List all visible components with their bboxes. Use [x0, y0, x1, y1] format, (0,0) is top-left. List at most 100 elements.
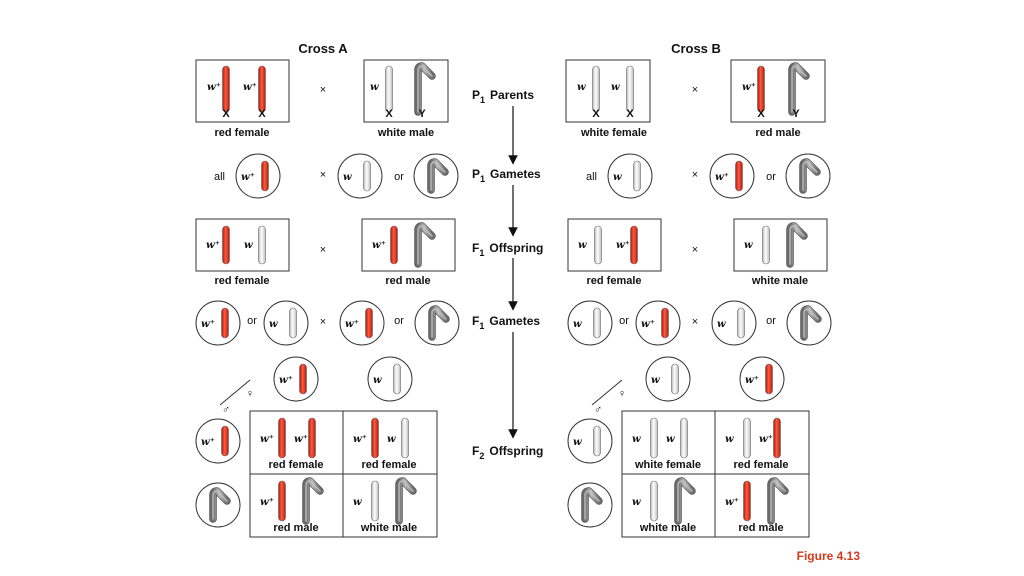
allele-label: w⁺ — [206, 240, 220, 251]
x-chromosome-icon — [757, 65, 765, 113]
f1-female-label: red female — [214, 275, 269, 287]
f1-female-gamete-1: w⁺ — [195, 300, 241, 346]
white-x-chromosome-icon — [671, 363, 679, 395]
x-chromosome-icon — [390, 225, 398, 265]
allele-label: w — [717, 319, 726, 330]
punnett-female-gamete-1: w — [645, 356, 691, 402]
punnett-female-gamete-2: w⁺ — [739, 356, 785, 402]
or-label: or — [619, 315, 629, 327]
x-label: X — [222, 108, 230, 120]
b-p1-female-box — [565, 59, 651, 123]
cross-symbol: × — [692, 244, 698, 256]
allele-label: w — [343, 172, 352, 183]
x-chromosome-icon — [743, 480, 751, 522]
x-chromosome-icon — [743, 417, 751, 459]
y-chromosome-icon — [414, 62, 436, 116]
y-chromosome-icon — [428, 305, 450, 341]
punnett-female-gamete-1: w⁺ — [273, 356, 319, 402]
x-chromosome-icon — [385, 65, 393, 113]
punnett-cell: w⁺red male — [260, 477, 324, 534]
white-x-chromosome-icon — [737, 307, 745, 339]
x-chromosome-icon — [650, 417, 658, 459]
x-chromosome-icon — [773, 417, 781, 459]
allele-label: w — [269, 319, 278, 330]
punnett-cell: w⁺w⁺red female — [260, 417, 324, 471]
allele-label: w⁺ — [742, 82, 756, 93]
x-label: X — [385, 108, 393, 120]
y-chromosome-icon — [209, 487, 231, 523]
p1-male-gamete-y — [785, 153, 831, 199]
x-chromosome-icon — [594, 225, 602, 265]
f1-male-label: white male — [751, 275, 808, 287]
or-label: or — [766, 315, 776, 327]
x-chromosome-icon — [592, 65, 600, 113]
f1-male-gamete-y — [414, 300, 460, 346]
punnett-male-gamete-y — [195, 482, 241, 528]
p1-female-gamete: w⁺ — [235, 153, 281, 199]
f1-male-label: red male — [385, 275, 430, 287]
allele-label: w⁺ — [207, 82, 221, 93]
f1-male-box — [361, 218, 456, 272]
x-chromosome-icon — [222, 65, 230, 113]
punnett-male-gamete-x: w — [567, 418, 613, 464]
allele-label: w⁺ — [725, 497, 739, 508]
f1-male-gamete-x: w — [711, 300, 757, 346]
red-x-chromosome-icon — [221, 425, 229, 457]
allele-label: w⁺ — [345, 319, 359, 330]
x-chromosome-icon — [258, 225, 266, 265]
white-x-chromosome-icon — [393, 363, 401, 395]
x-chromosome-icon — [630, 225, 638, 265]
punnett-male-gamete-y — [567, 482, 613, 528]
allele-label: w⁺ — [353, 434, 367, 445]
x-label: X — [757, 108, 765, 120]
allele-label: w⁺ — [294, 434, 308, 445]
p1-male-gamete-y — [413, 153, 459, 199]
y-chromosome-icon — [395, 477, 417, 525]
y-chromosome-icon — [414, 222, 436, 268]
allele-label: w — [387, 434, 396, 445]
red-x-chromosome-icon — [661, 307, 669, 339]
x-label: X — [258, 108, 266, 120]
allele-label: w⁺ — [279, 375, 293, 386]
p1-male-gamete-x: w — [337, 153, 383, 199]
white-x-chromosome-icon — [593, 425, 601, 457]
f1-female-gamete-2: w⁺ — [635, 300, 681, 346]
f1-female-label: red female — [586, 275, 641, 287]
x-chromosome-icon — [680, 417, 688, 459]
allele-label: w — [613, 172, 622, 183]
x-chromosome-icon — [401, 417, 409, 459]
figure-label: Figure 4.13 — [797, 549, 861, 563]
allele-label: w⁺ — [616, 240, 630, 251]
allele-label: w⁺ — [715, 172, 729, 183]
p1-female-gamete: w — [607, 153, 653, 199]
female-symbol-icon: ♀ — [618, 388, 626, 400]
y-chromosome-icon — [800, 305, 822, 341]
allele-label: w⁺ — [241, 172, 255, 183]
allele-label: w — [577, 82, 586, 93]
male-symbol-icon: ♂ — [222, 404, 230, 416]
x-chromosome-icon — [371, 480, 379, 522]
cross-b-title: Cross B — [671, 41, 721, 56]
x-chromosome-icon — [626, 65, 634, 113]
x-chromosome-icon — [278, 417, 286, 459]
or-label: or — [394, 315, 404, 327]
f1-female-box — [567, 218, 662, 272]
punnett-cell-label: red male — [738, 522, 783, 534]
red-x-chromosome-icon — [735, 160, 743, 192]
y-chromosome-icon — [786, 222, 808, 268]
punnett-male-gamete-x: w⁺ — [195, 418, 241, 464]
red-x-chromosome-icon — [261, 160, 269, 192]
punnett-cell-label: red female — [361, 459, 416, 471]
punnett-diagonal — [219, 379, 251, 406]
allele-label: w — [573, 437, 582, 448]
punnett-diagonal — [591, 379, 623, 406]
punnett-cell-label: red male — [273, 522, 318, 534]
